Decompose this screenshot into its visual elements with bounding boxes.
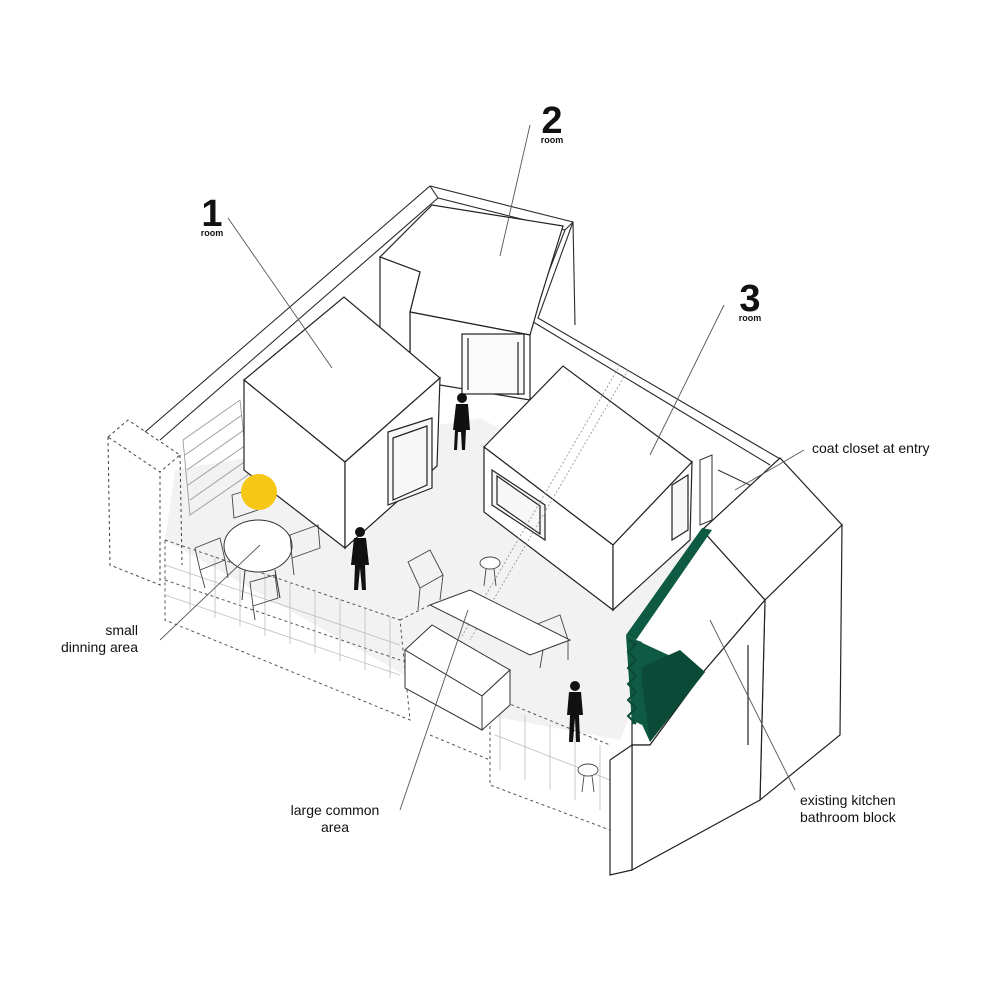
room-3-number: 3 xyxy=(739,278,761,320)
common-area-label-line2: area xyxy=(320,819,350,835)
person-silhouette-1 xyxy=(453,393,470,450)
room-2-number: 2 xyxy=(541,100,563,142)
room-3-box xyxy=(483,365,693,612)
round-table xyxy=(223,519,293,601)
kitchen-block-label-line1: existing kitchen xyxy=(800,792,896,808)
leader-lines xyxy=(159,124,805,811)
coat-closet-label: coat closet at entry xyxy=(812,440,930,456)
front-dashed-walls xyxy=(164,539,613,831)
kitchen-block-label-line2: bathroom block xyxy=(800,809,896,825)
lounge-furniture xyxy=(407,549,599,793)
room-2-word: room xyxy=(540,135,564,145)
glazing-grid xyxy=(164,548,611,810)
left-dashed-wall xyxy=(107,419,183,586)
dining-chairs xyxy=(194,487,321,621)
sofa xyxy=(404,589,572,732)
ceiling-track xyxy=(461,364,629,641)
common-area-label-line1: large common xyxy=(290,802,380,818)
person-silhouette-2 xyxy=(351,527,369,590)
room-1-word: room xyxy=(200,228,224,238)
window-frame xyxy=(182,399,249,516)
room-1-number: 1 xyxy=(201,193,223,235)
dining-area-label-line2: dinning area xyxy=(60,639,138,655)
person-silhouette-3 xyxy=(567,681,583,742)
green-partition xyxy=(626,528,712,742)
person-silhouettes xyxy=(351,393,583,742)
room-1-box xyxy=(243,296,441,550)
dining-area-label-line1: small xyxy=(105,622,138,638)
yellow-light-fixture xyxy=(241,474,277,510)
room-3-word: room xyxy=(738,313,762,323)
